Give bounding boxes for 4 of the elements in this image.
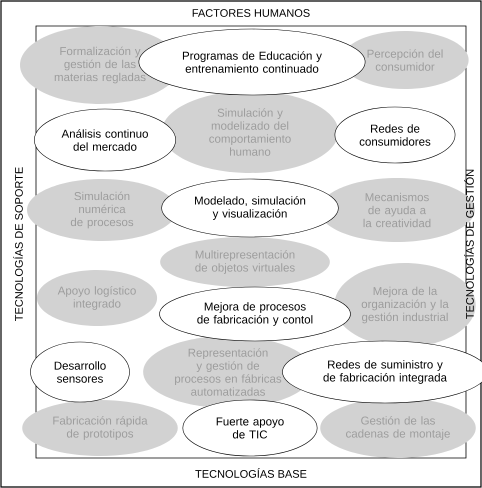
axis-label: TECNOLOGÍAS DE SOPORTE — [13, 167, 23, 321]
axis-label: TECNOLOGÍAS BASE — [195, 468, 306, 478]
node-label: Redes de suministro y de fabricación integrada — [323, 360, 447, 384]
axis-label: FACTORES HUMANOS — [192, 9, 310, 17]
